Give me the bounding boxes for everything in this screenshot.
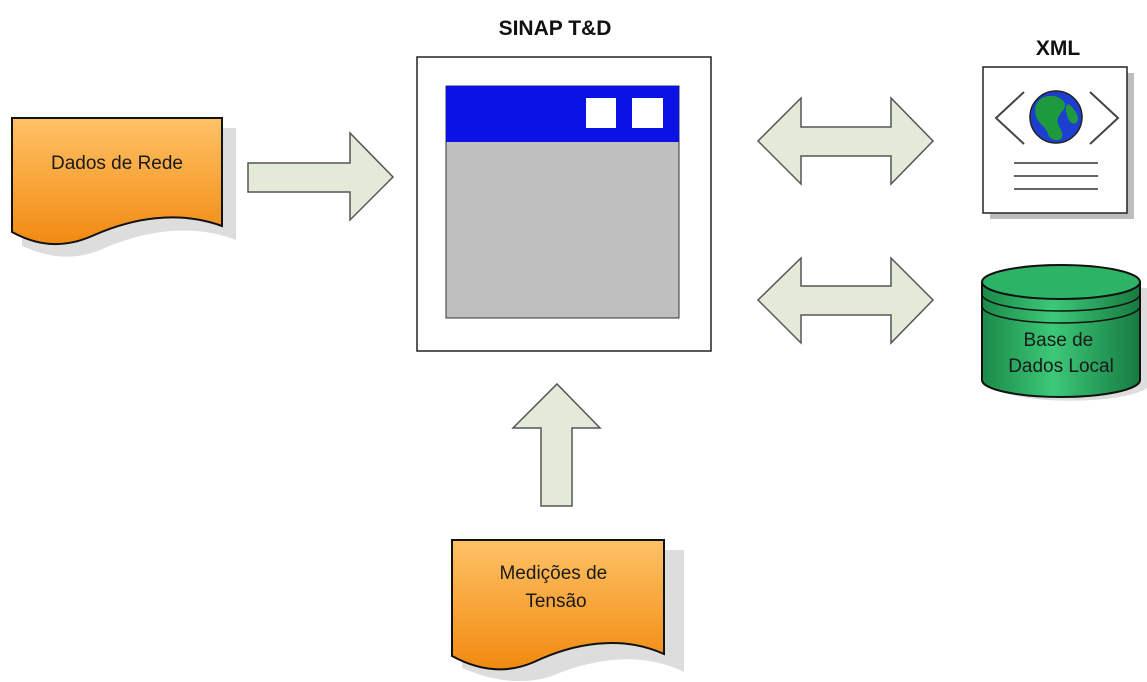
network-data-label: Dados de Rede bbox=[51, 153, 183, 174]
app-db-double-arrow bbox=[756, 256, 935, 345]
local-db-label: Base de Dados Local bbox=[1008, 330, 1114, 377]
local-db-label-line-2: Dados Local bbox=[1008, 356, 1114, 377]
xml-document: XML bbox=[982, 37, 1134, 219]
voltage-measurements-label: Medições de Tensão bbox=[499, 563, 612, 612]
voltage-label-line-2: Tensão bbox=[525, 591, 586, 612]
right-angle-bracket-icon bbox=[1089, 91, 1120, 145]
application-window-icon bbox=[445, 85, 680, 319]
local-database: Base de Dados Local bbox=[981, 264, 1147, 401]
database-icon bbox=[981, 264, 1141, 398]
window-minimize-button bbox=[586, 98, 616, 128]
window-maximize-button bbox=[632, 98, 663, 128]
measurements-to-app-arrow bbox=[511, 382, 602, 507]
local-db-label-line-1: Base de bbox=[1023, 330, 1093, 351]
sinap-application: SINAP T&D bbox=[416, 17, 712, 352]
app-title: SINAP T&D bbox=[499, 17, 612, 40]
left-angle-bracket-icon bbox=[994, 91, 1025, 145]
network-to-app-arrow bbox=[247, 131, 395, 222]
voltage-measurements-document: Medições de Tensão bbox=[451, 539, 684, 682]
xml-title: XML bbox=[1036, 37, 1081, 60]
voltage-label-line-1: Medições de bbox=[499, 563, 607, 584]
app-xml-double-arrow bbox=[756, 96, 935, 186]
network-data-document: Dados de Rede bbox=[11, 117, 236, 257]
document-icon bbox=[11, 117, 223, 246]
globe-icon bbox=[1029, 90, 1083, 144]
document-icon bbox=[451, 539, 665, 671]
